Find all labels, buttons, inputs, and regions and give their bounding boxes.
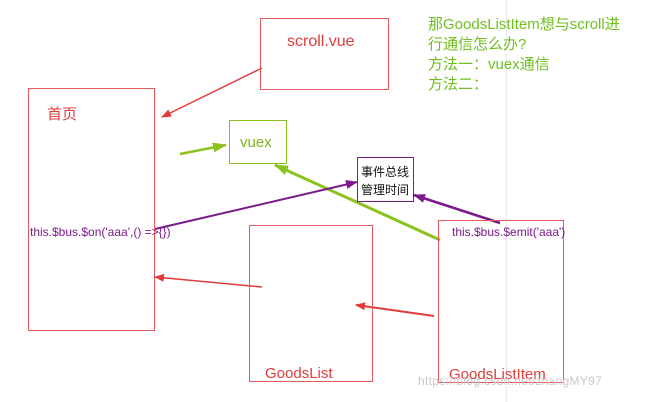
note-line-3: 方法一：vuex通信 [428, 56, 550, 73]
note-line-4: 方法二： [428, 76, 489, 93]
goodslistitem-label: GoodsListItem [449, 366, 546, 383]
arrow-scroll-to-home [161, 67, 263, 118]
arrow-home-to-vuex [179, 142, 227, 156]
home-box [28, 88, 155, 331]
arrow-goodslist-to-home [154, 273, 263, 288]
event-bus-box [357, 157, 414, 202]
goodslist-box [249, 225, 373, 382]
arrow-on-to-bus [154, 180, 358, 230]
guide-line [506, 0, 507, 402]
home-label: 首页 [47, 106, 78, 123]
goodslist-label: GoodsList [265, 365, 333, 382]
arrow-item-to-vuex [274, 163, 441, 242]
vuex-box [229, 120, 287, 164]
bus-emit-code: this.$bus.$emit('aaa') [452, 225, 566, 239]
bus-on-code: this.$bus.$on('aaa',() =>{}) [30, 225, 171, 239]
arrow-item-to-goodslist [355, 302, 435, 317]
scroll-vue-label: scroll.vue [287, 33, 355, 50]
event-bus-label-line2: 管理时间 [361, 183, 410, 197]
event-bus-label-line1: 事件总线 [361, 165, 410, 179]
vuex-label: vuex [240, 134, 272, 151]
note-line-2: 行通信怎么办? [428, 36, 527, 53]
arrow-emit-to-bus [413, 193, 501, 225]
goodslistitem-box [438, 220, 564, 383]
watermark: https://blog.csdn.net/zhangMY97 [418, 374, 603, 388]
scroll-vue-box [260, 18, 389, 90]
note-line-1: 那GoodsListItem想与scroll进 [428, 16, 620, 33]
